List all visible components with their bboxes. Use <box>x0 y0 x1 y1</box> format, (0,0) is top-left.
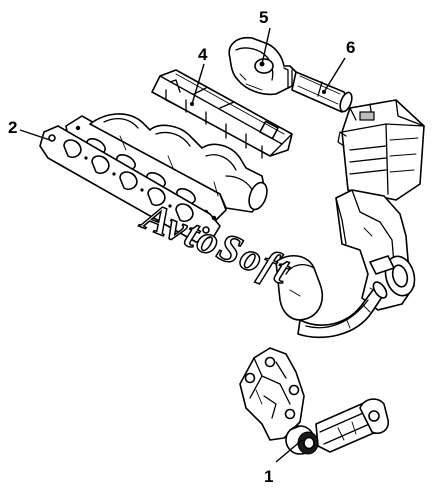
mount-bushing <box>285 425 319 455</box>
turbo-intake-hose <box>275 255 388 339</box>
callout-label: 2 <box>8 118 17 137</box>
manifold-gasket <box>39 125 221 243</box>
callout-5: 5 <box>259 8 271 67</box>
callout-label: 4 <box>198 45 208 64</box>
engine-mount-bracket <box>239 347 305 441</box>
callout-4: 4 <box>190 45 208 106</box>
callout-label: 5 <box>259 8 268 27</box>
air-filter-housing <box>337 99 425 201</box>
intake-hose <box>291 71 353 113</box>
callout-6: 6 <box>322 38 355 94</box>
fuel-rail <box>151 69 293 159</box>
torque-rod <box>315 398 390 453</box>
gasket-leader-dot <box>211 215 217 221</box>
callout-2: 2 <box>8 118 51 141</box>
intake-duct <box>335 189 416 311</box>
callout-label: 6 <box>346 38 355 57</box>
callout-label: 1 <box>264 467 273 486</box>
callout-1: 1 <box>264 439 303 486</box>
